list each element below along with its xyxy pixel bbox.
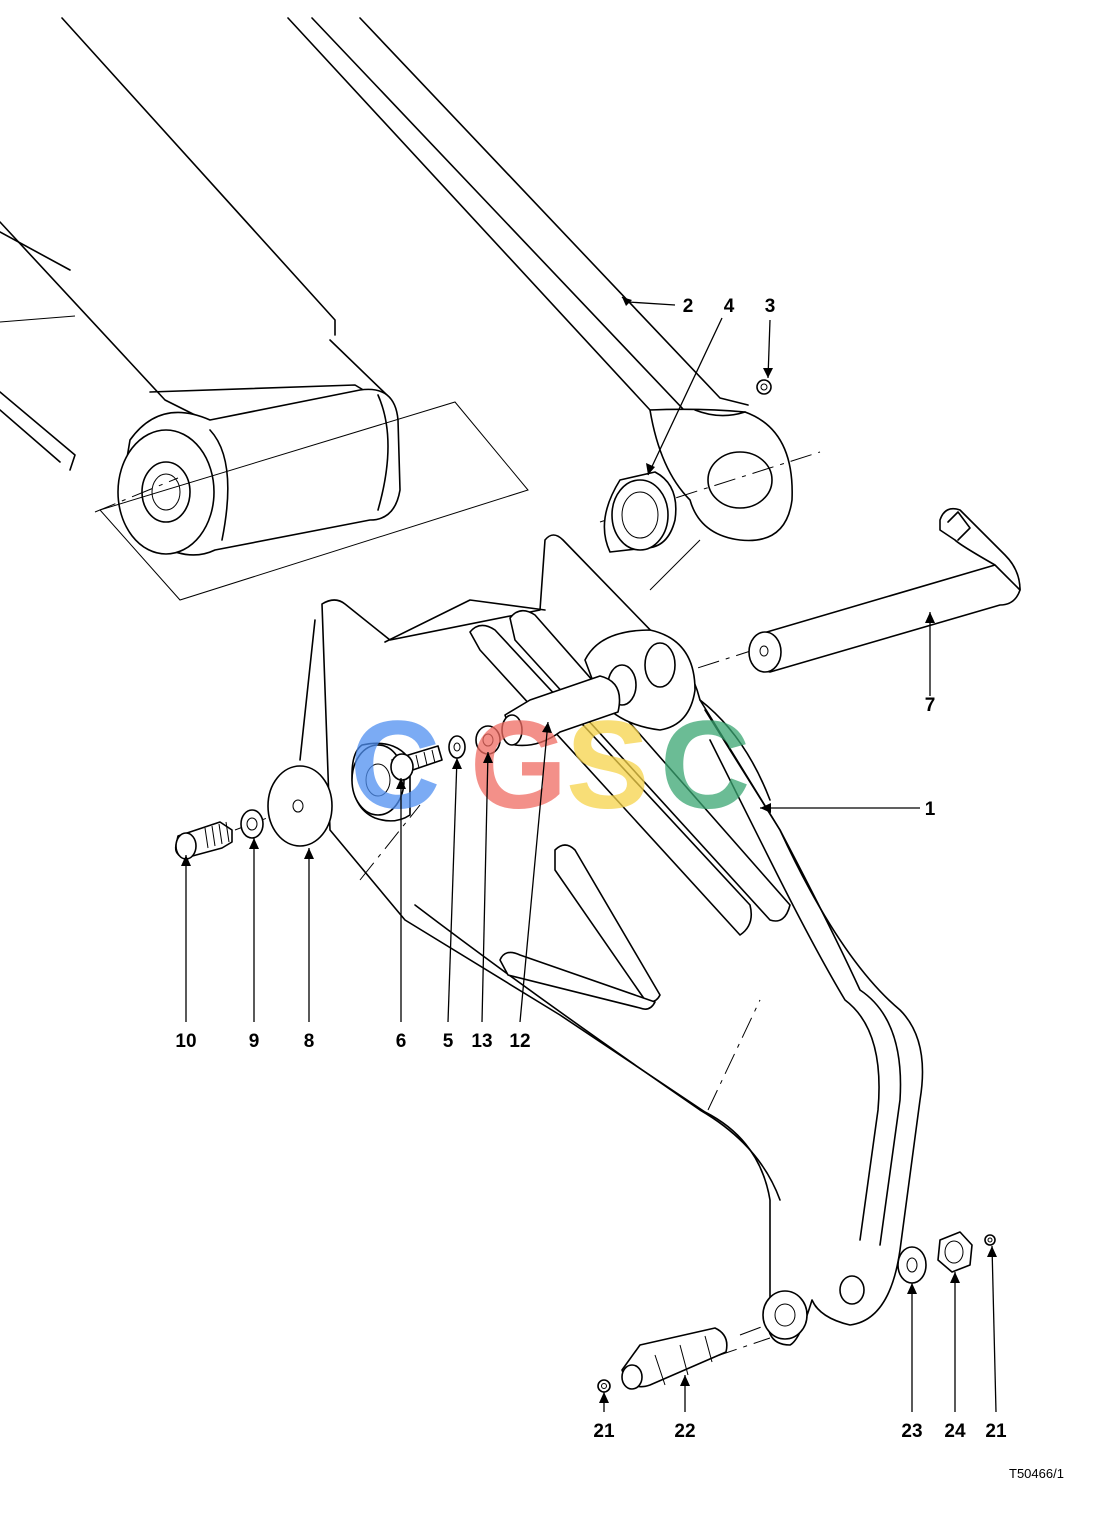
callout-label-13: 13 (471, 1031, 492, 1052)
watermark-letter: G (470, 696, 567, 835)
callout-label-21: 21 (593, 1421, 615, 1442)
callout-label-3: 3 (765, 296, 776, 317)
callout-label-21: 21 (985, 1421, 1007, 1442)
callout-label-9: 9 (249, 1031, 260, 1052)
callout-label-7: 7 (925, 695, 936, 716)
callout-label-6: 6 (396, 1031, 407, 1052)
callout-label-5: 5 (443, 1031, 454, 1052)
watermark-letter: S (566, 696, 649, 835)
bushing-part-4 (603, 471, 677, 553)
callout-label-22: 22 (674, 1421, 695, 1442)
boom-arm (0, 17, 793, 601)
callout-label-4: 4 (724, 296, 735, 317)
figure-reference-code: T50466/1 (1009, 1466, 1064, 1481)
callout-label-10: 10 (175, 1031, 196, 1052)
callout-label-23: 23 (901, 1421, 922, 1442)
left-hardware (174, 675, 621, 860)
callout-label-24: 24 (944, 1421, 966, 1442)
main-bracket (299, 534, 924, 1346)
callout-label-2: 2 (683, 296, 694, 317)
callout-label-8: 8 (304, 1031, 315, 1052)
grease-nipple-part-3 (756, 379, 772, 395)
watermark-letter: C (350, 696, 440, 835)
watermark-letter: C (660, 696, 750, 835)
bottom-hardware (597, 1231, 996, 1393)
callout-label-1: 1 (925, 799, 936, 820)
pin-part-7 (748, 507, 1021, 673)
callout-label-12: 12 (509, 1031, 530, 1052)
leader-lines (181, 296, 997, 1413)
